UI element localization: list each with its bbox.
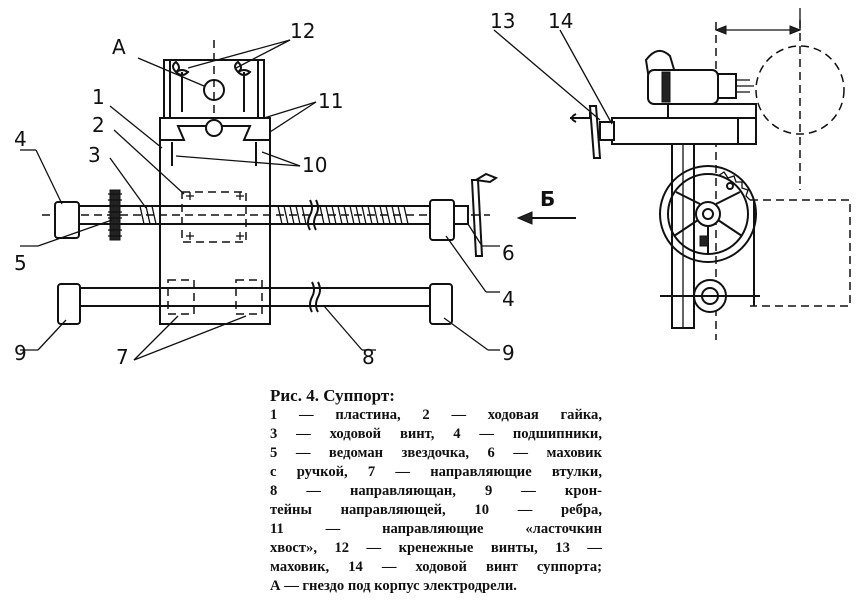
label-3: 3 <box>88 143 101 167</box>
bearing-left <box>54 201 80 239</box>
caption-line: тейны направляющей, 10 — ребра, <box>270 502 602 518</box>
label-13: 13 <box>490 9 515 33</box>
label-7: 7 <box>116 345 129 369</box>
wing-screw-right <box>234 60 252 112</box>
bracket-right <box>429 283 453 325</box>
workpiece-circle <box>755 45 845 135</box>
caption-line: маховик, 14 — ходовой винт суппорта; <box>270 559 602 575</box>
leader-lines-front <box>20 39 500 361</box>
guide-bushing-left <box>167 279 195 315</box>
label-10: 10 <box>302 153 327 177</box>
caption-line: 11 — направляющие «ласточкин <box>270 521 602 537</box>
label-9-right: 9 <box>502 341 515 365</box>
caption-line: А — гнездо под корпус электродрели. <box>270 578 517 594</box>
label-14: 14 <box>548 9 573 33</box>
front-view: А 12 11 10 1 2 3 4 5 6 4 9 7 8 9 <box>14 19 515 369</box>
screw-thread <box>139 205 409 225</box>
label-4-right: 4 <box>502 287 515 311</box>
sprocket-teeth <box>717 171 751 201</box>
label-2: 2 <box>92 113 105 137</box>
label-12: 12 <box>290 19 315 43</box>
side-handwheel <box>588 105 602 159</box>
plate <box>159 117 271 325</box>
label-a: А <box>112 35 126 59</box>
caption-line: 3 — ходовой винт, 4 — подшипники, <box>270 426 602 442</box>
sprocket-wheel-outer <box>659 165 757 263</box>
label-6: 6 <box>502 241 515 265</box>
label-b: Б <box>540 187 555 211</box>
dovetail-guide <box>159 117 271 141</box>
label-9-left: 9 <box>14 341 27 365</box>
caption-line: 8 — направляющан, 9 — крон- <box>270 483 602 499</box>
view-arrow-b: Б <box>516 187 576 225</box>
caption-title: Рис. 4. Суппорт: <box>270 386 395 405</box>
guide-bolt <box>205 119 223 137</box>
caption-line: 5 — ведоман звездочка, 6 — маховик <box>270 445 602 461</box>
side-view: 13 14 <box>490 8 851 340</box>
label-1: 1 <box>92 85 105 109</box>
wing-screw-left <box>172 60 190 112</box>
label-8: 8 <box>362 345 375 369</box>
caption-line: 1 — пластина, 2 — ходовая гайка, <box>270 407 602 423</box>
label-11: 11 <box>318 89 343 113</box>
bearing-right <box>429 199 455 241</box>
figure-caption: Рис. 4. Суппорт: 1 — пластина, 2 — ходов… <box>270 385 602 596</box>
support-lead-screw <box>611 117 757 145</box>
guide-bushing-right <box>235 279 263 315</box>
driven-sprocket <box>109 189 121 241</box>
lead-nut <box>181 191 247 243</box>
bracket-left <box>57 283 81 325</box>
label-4-left: 4 <box>14 127 27 151</box>
slide-table <box>667 103 757 119</box>
caption-line: с ручкой, 7 — направляющие втулки, <box>270 464 602 480</box>
caption-line: хвост», 12 — кренежные винты, 13 — <box>270 540 602 556</box>
label-5: 5 <box>14 251 27 275</box>
workpiece-outline <box>750 199 851 307</box>
